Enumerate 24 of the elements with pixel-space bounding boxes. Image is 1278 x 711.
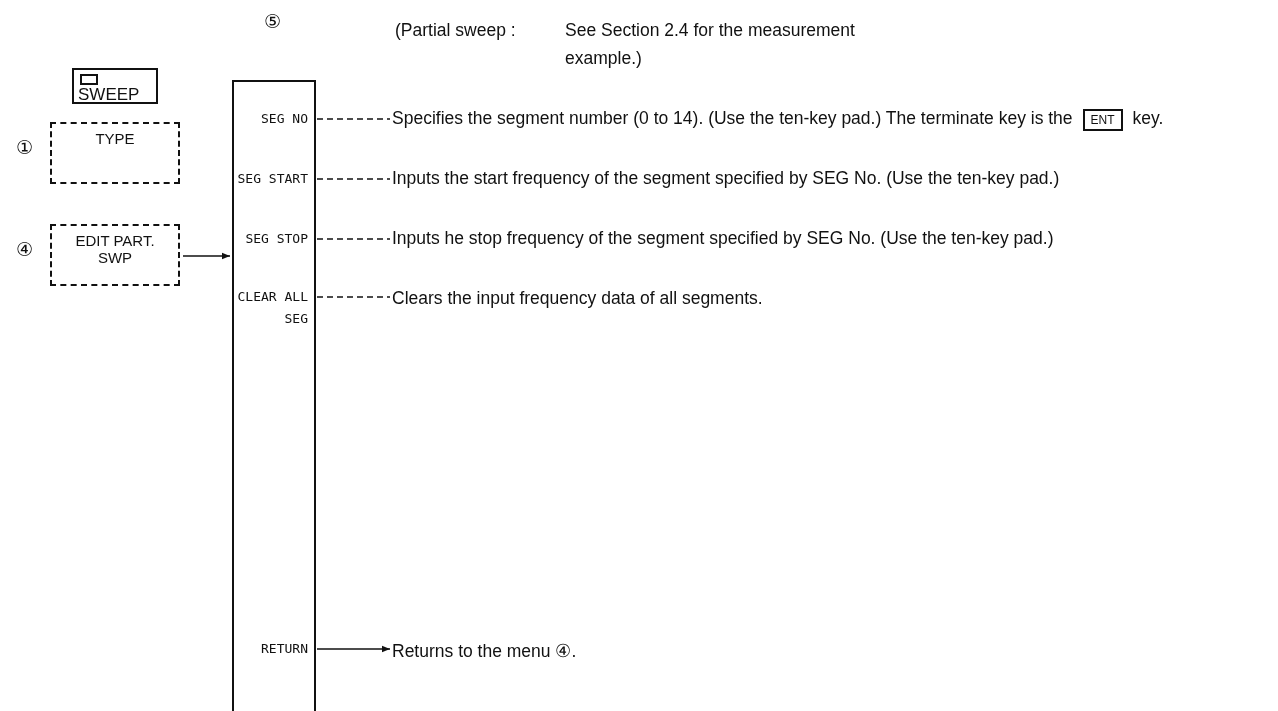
- description-text: Inputs he stop frequency of the segment specified by SEG No. (Use the ten-key pad.): [392, 228, 1054, 248]
- leader-line: [316, 178, 391, 180]
- softkey-label: CLEAR ALL SEG: [236, 288, 308, 328]
- softkey-label: RETURN: [261, 640, 308, 658]
- note-text: See Section 2.4 for the measurement example.): [565, 19, 856, 70]
- note-text: (Partial sweep :: [395, 19, 517, 42]
- description-text: Specifies the segment number (0 to 14). (Use the ten-key pad.) The terminate key is the: [392, 108, 1073, 128]
- key-label: ENT: [1082, 109, 1123, 131]
- callout-number: ①: [16, 136, 34, 158]
- arrow: [182, 252, 231, 260]
- arrow: [316, 645, 391, 653]
- leader-line: [316, 118, 391, 120]
- callout-number: ⑤: [264, 10, 282, 32]
- leader-line: [316, 238, 391, 240]
- softkey-label: SEG NO: [261, 110, 308, 128]
- softkey-label: SEG START: [237, 170, 308, 188]
- leader-line: [316, 296, 391, 298]
- callout-number: ④: [16, 238, 34, 260]
- key-button: SWEEP: [72, 68, 158, 104]
- description-text: Clears the input frequency data of all segments.: [392, 288, 763, 308]
- description-text: Returns to the menu ④.: [392, 641, 577, 661]
- description-text: Inputs the start frequency of the segment specified by SEG No. (Use the ten-key pad.): [392, 168, 1060, 188]
- softkey-label: SEG STOP: [245, 230, 308, 248]
- description-text: key.: [1132, 108, 1164, 128]
